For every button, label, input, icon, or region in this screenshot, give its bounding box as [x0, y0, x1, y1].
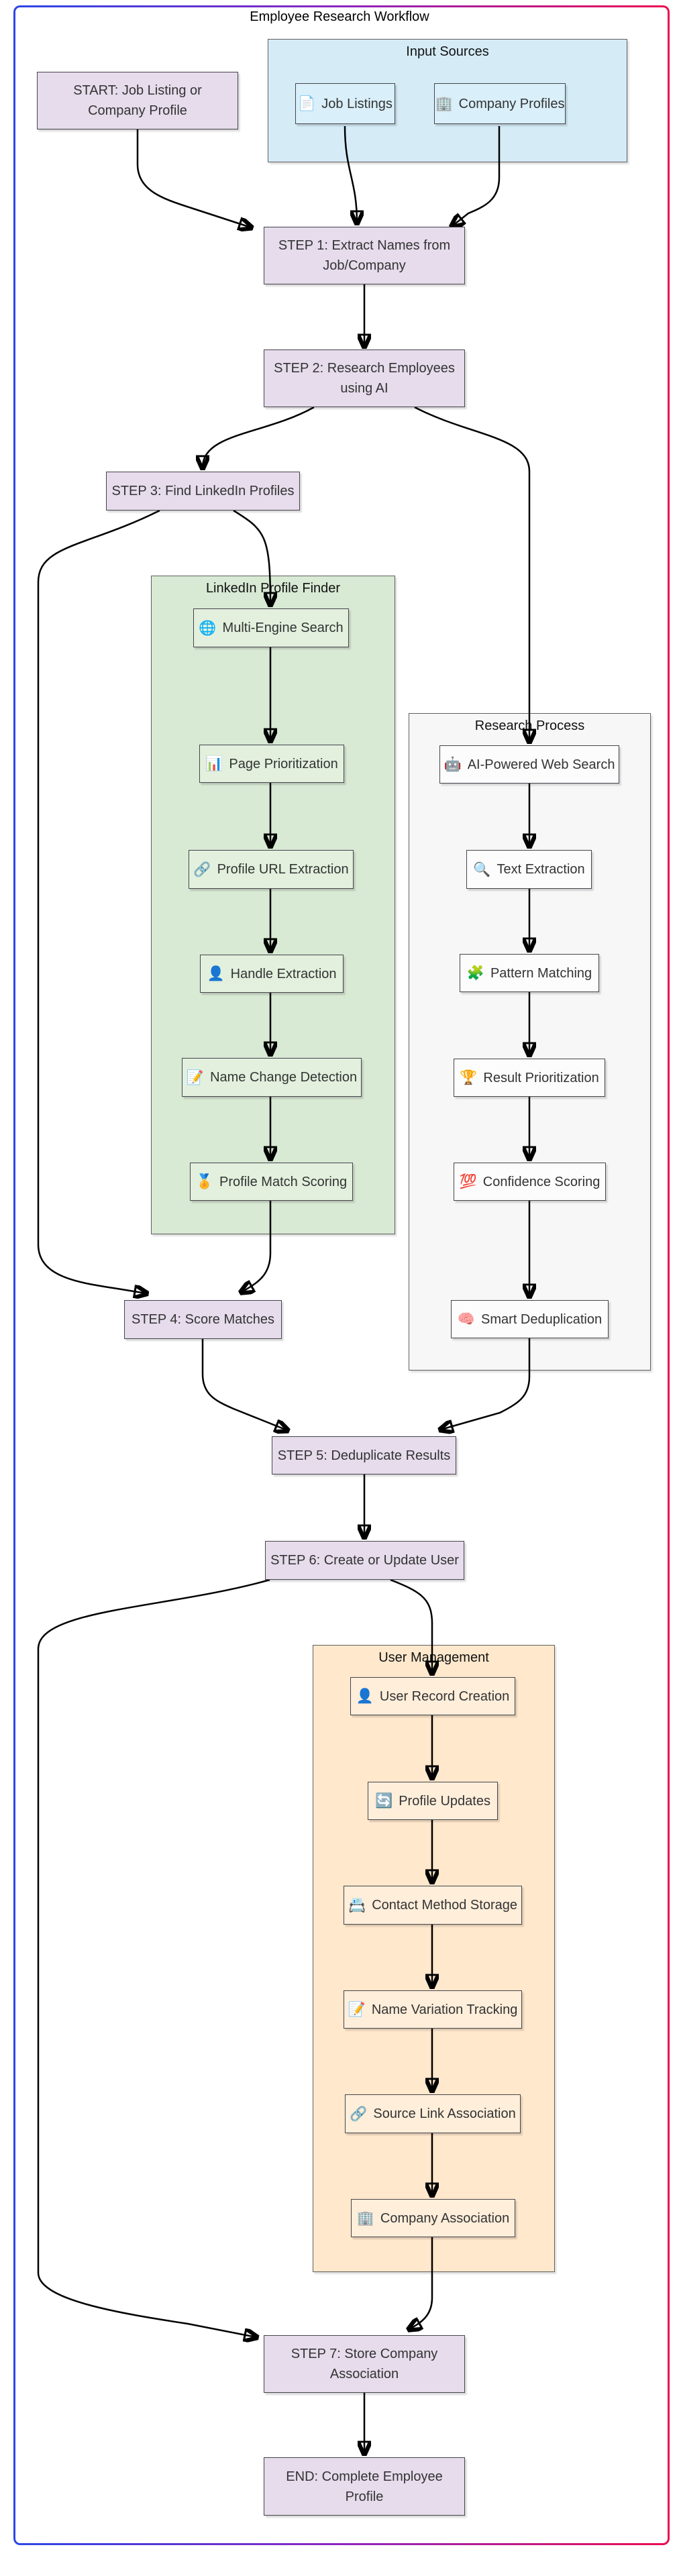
node-name-variation-tracking: 📝 Name Variation Tracking: [344, 1990, 522, 2029]
edge-job-listings-step1: [344, 125, 357, 223]
node-profile-match-scoring: 🏅 Profile Match Scoring: [190, 1163, 353, 1201]
edge-step4-step5: [201, 1339, 287, 1430]
node-result-prioritization: 🏆 Result Prioritization: [454, 1059, 605, 1097]
edge-step3-step4: [37, 509, 160, 1293]
node-step3: STEP 3: Find LinkedIn Profiles: [106, 472, 300, 511]
node-company-association: 🏢 Company Association: [351, 2199, 515, 2237]
memo-icon: 📝: [186, 1069, 205, 1085]
node-page-prioritization: 📊 Page Prioritization: [199, 745, 344, 783]
edge-step6-user-record: [390, 1578, 432, 1673]
memo-icon: 📝: [348, 2002, 366, 2017]
edge-smart-dedup-step5: [441, 1338, 531, 1430]
robot-icon: 🤖: [443, 757, 462, 772]
node-step6: STEP 6: Create or Update User: [265, 1541, 464, 1580]
subgraph-user-management-title: User Management: [378, 1650, 489, 1665]
node-start: START: Job Listing or Company Profile: [37, 72, 238, 129]
node-step5: STEP 5: Deduplicate Results: [272, 1436, 456, 1474]
globe-icon: 🌐: [199, 620, 217, 636]
node-step1: STEP 1: Extract Names from Job/Company: [264, 227, 465, 284]
node-source-link-association: 🔗 Source Link Association: [345, 2094, 521, 2133]
node-confidence-scoring: 💯 Confidence Scoring: [454, 1163, 606, 1201]
brain-icon: 🧠: [457, 1311, 476, 1327]
magnifier-icon: 🔍: [473, 861, 491, 877]
subgraph-input-sources-title: Input Sources: [406, 44, 489, 59]
edge-company-association-step7: [409, 2237, 433, 2329]
subgraph-user-management: User Management: [313, 1645, 555, 2272]
node-ai-powered-web-search: 🤖 AI-Powered Web Search: [439, 745, 619, 784]
node-end: END: Complete Employee Profile: [264, 2457, 465, 2516]
node-step4: STEP 4: Score Matches: [124, 1300, 282, 1339]
node-pattern-matching: 🧩 Pattern Matching: [460, 954, 599, 992]
node-profile-url-extraction: 🔗 Profile URL Extraction: [189, 850, 354, 889]
node-job-listings: 📄 Job Listings: [295, 83, 395, 124]
puzzle-piece-icon: 🧩: [466, 965, 484, 981]
edge-step2-step3: [203, 406, 315, 468]
node-handle-extraction: 👤 Handle Extraction: [200, 955, 344, 993]
edge-company-profiles-step1: [452, 126, 501, 226]
link-icon: 🔗: [350, 2106, 368, 2122]
link-icon: 🔗: [193, 861, 211, 877]
edge-match-scoring-step4: [242, 1201, 272, 1292]
node-company-profiles: 🏢 Company Profiles: [434, 83, 566, 124]
node-contact-method-storage: 📇 Contact Method Storage: [344, 1886, 522, 1925]
document-icon: 📄: [298, 96, 316, 111]
medal-icon: 🏅: [195, 1174, 214, 1189]
office-building-icon: 🏢: [356, 2210, 374, 2226]
subgraph-linkedin-profile-finder-title: LinkedIn Profile Finder: [205, 581, 341, 596]
edge-step6-step7: [37, 1578, 270, 2337]
edge-step3-multi-engine: [233, 509, 270, 604]
diagram-title: Employee Research Workflow: [250, 9, 429, 24]
node-step7: STEP 7: Store Company Association: [264, 2335, 465, 2393]
bar-chart-icon: 📊: [205, 756, 223, 771]
office-building-icon: 🏢: [435, 96, 453, 111]
node-multi-engine-search: 🌐 Multi-Engine Search: [193, 608, 349, 647]
person-icon: 👤: [207, 966, 225, 981]
hundred-points-icon: 💯: [459, 1174, 477, 1189]
node-text-extraction: 🔍 Text Extraction: [466, 850, 592, 889]
edge-step2-ai-search: [414, 406, 529, 741]
refresh-icon: 🔄: [375, 1793, 393, 1809]
node-smart-deduplication: 🧠 Smart Deduplication: [451, 1300, 609, 1338]
person-icon: 👤: [356, 1688, 374, 1704]
edge-start-step1: [136, 129, 251, 227]
node-profile-updates: 🔄 Profile Updates: [368, 1782, 498, 1820]
trophy-icon: 🏆: [460, 1070, 478, 1085]
node-name-change-detection: 📝 Name Change Detection: [182, 1058, 362, 1097]
node-step2: STEP 2: Research Employees using AI: [264, 350, 465, 407]
node-user-record-creation: 👤 User Record Creation: [350, 1677, 515, 1715]
card-index-icon: 📇: [348, 1897, 366, 1913]
subgraph-linkedin-profile-finder: LinkedIn Profile Finder: [151, 576, 395, 1234]
